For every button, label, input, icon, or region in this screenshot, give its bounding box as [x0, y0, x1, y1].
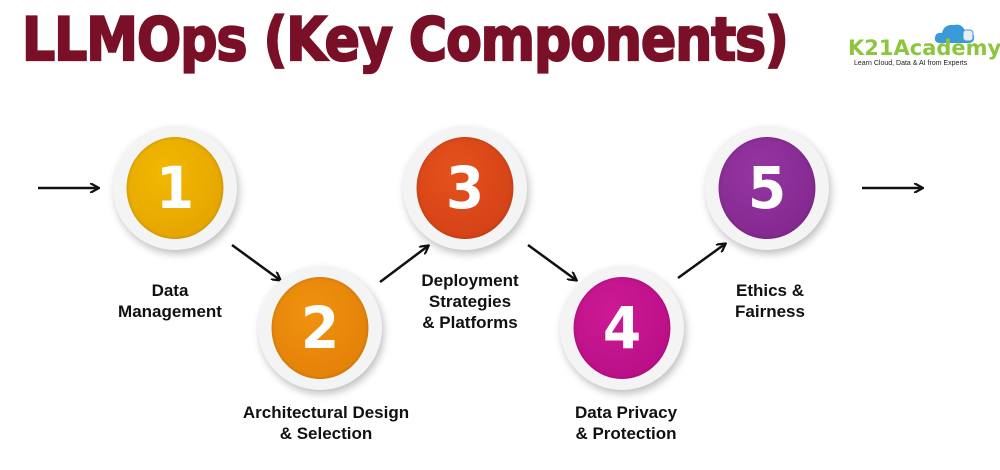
label-line: Deployment	[421, 271, 519, 290]
arrow-1-2	[231, 243, 280, 280]
step-5-label: Ethics & Fairness	[660, 280, 880, 322]
label-line: & Selection	[279, 424, 373, 443]
label-line: Data	[151, 281, 189, 300]
step-5-number: 5	[718, 137, 816, 239]
arrow-4-5	[677, 244, 725, 280]
label-line: Data Privacy	[574, 403, 678, 422]
k21academy-logo: K21Academy Learn Cloud, Data & AI from E…	[848, 22, 1000, 72]
step-1-circle: 1	[113, 126, 237, 250]
step-3-label: Deployment Strategies & Platforms	[360, 270, 580, 333]
logo-name: K21Academy	[848, 36, 1000, 60]
step-4-number: 4	[573, 277, 671, 379]
step-2-circle: 2	[258, 266, 382, 390]
label-line: & Protection	[575, 424, 677, 443]
step-4-label: Data Privacy & Protection	[516, 402, 736, 444]
step-2-number: 2	[271, 277, 369, 379]
label-line: Architectural Design	[242, 403, 410, 422]
label-line: Fairness	[735, 302, 805, 321]
step-1-label: Data Management	[60, 280, 280, 322]
page-title: LLMOps (Key Components)	[21, 5, 790, 76]
step-4-circle: 4	[560, 266, 684, 390]
logo-tagline: Learn Cloud, Data & AI from Experts	[854, 60, 968, 67]
label-line: & Platforms	[422, 313, 518, 332]
label-line: Ethics &	[735, 281, 805, 300]
label-line: Management	[118, 302, 222, 321]
arrow-3-4	[527, 243, 576, 280]
step-1-number: 1	[126, 137, 224, 239]
step-2-label: Architectural Design & Selection	[216, 402, 436, 444]
step-3-number: 3	[416, 137, 514, 239]
label-line: Strategies	[428, 292, 512, 311]
step-5-circle: 5	[705, 126, 829, 250]
arrow-2-3	[379, 246, 428, 283]
step-3-circle: 3	[403, 126, 527, 250]
cloud-icon	[934, 24, 975, 43]
